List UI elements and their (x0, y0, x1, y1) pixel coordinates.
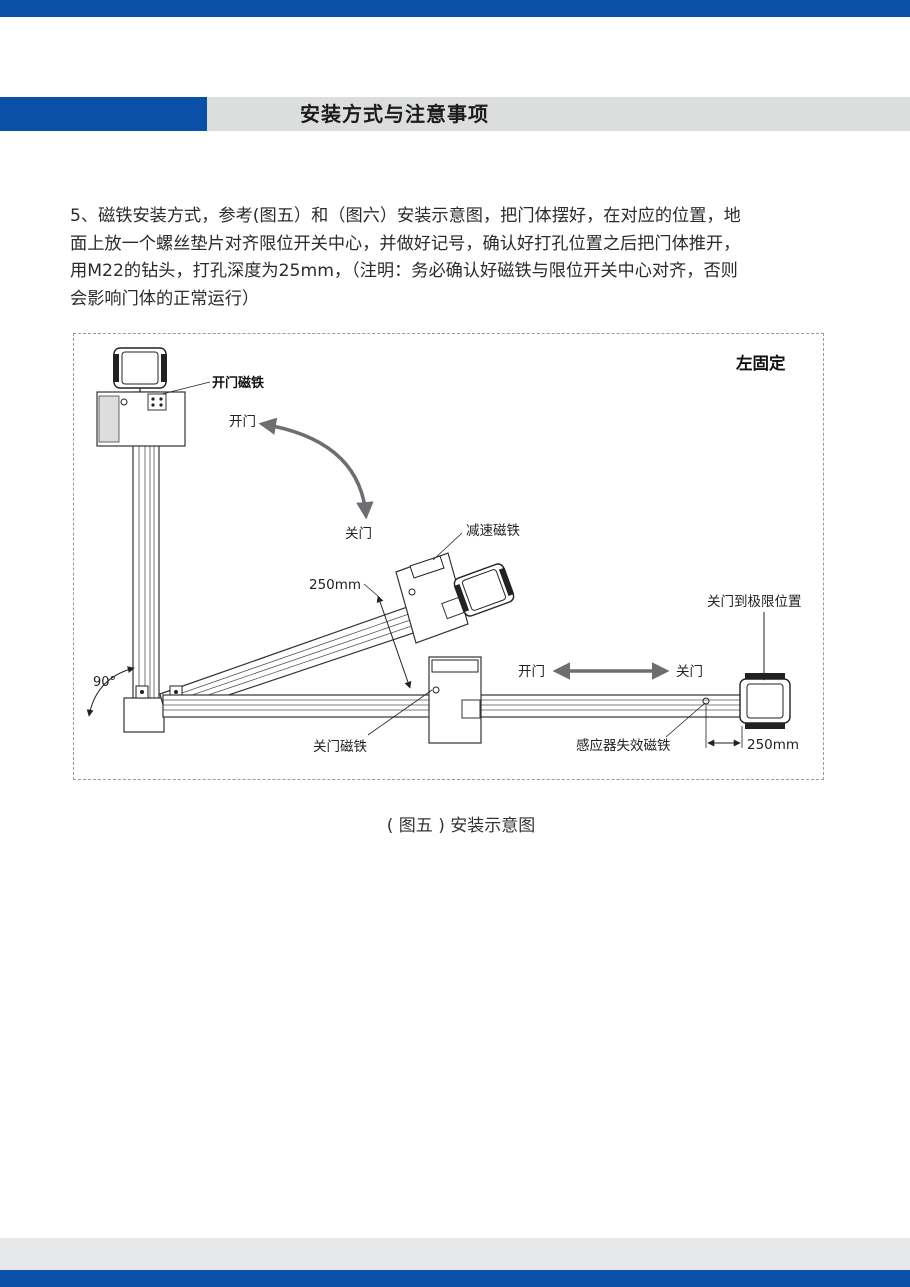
travel-open-label: 开门 (518, 664, 545, 680)
arc-close-label: 关门 (345, 526, 372, 542)
close-magnet-label: 关门磁铁 (313, 739, 367, 755)
paragraph-line-4: 会影响门体的正常运行） (70, 288, 260, 309)
section-title: 安装方式与注意事项 (300, 102, 489, 126)
instruction-paragraph: 5、磁铁安装方式，参考(图五）和（图六）安装示意图，把门体摆好，在对应的位置，地… (70, 203, 830, 313)
offset-250-right-label: 250mm (747, 737, 799, 753)
closed-door-leaf (162, 656, 791, 744)
decel-magnet-label: 减速磁铁 (466, 523, 520, 539)
mounting-side-label: 左固定 (736, 353, 786, 373)
angle-arc (86, 666, 135, 717)
open-door-leaf (96, 347, 186, 733)
sensor-fail-leader (665, 702, 706, 738)
angle-label: 90° (93, 675, 116, 690)
travel-close-label: 关门 (676, 664, 703, 680)
sensor-fail-magnet-label: 感应器失效磁铁 (576, 737, 671, 754)
close-magnet-leader (367, 689, 433, 736)
paragraph-line-2: 面上放一个螺丝垫片对齐限位开关中心，并做好记号，确认好打孔位置之后把门体推开， (70, 233, 741, 254)
header-accent-block (0, 97, 207, 131)
decel-magnet-leader (432, 532, 463, 561)
figure-caption: ( 图五 ) 安装示意图 (386, 816, 536, 836)
open-magnet-label: 开门磁铁 (212, 375, 264, 391)
offset-dimension-left (376, 595, 412, 689)
installation-diagram: 开门磁铁 开门 关门 减速磁铁 250mm 90° (86, 347, 802, 755)
figure-frame (73, 333, 824, 780)
top-brand-bar (0, 0, 910, 17)
paragraph-line-3: 用M22的钻头，打孔深度为25mm，（注明：务必确认好磁铁与限位开关中心对齐，否… (70, 261, 738, 281)
arc-open-label: 开门 (229, 414, 256, 430)
close-limit-label: 关门到极限位置 (707, 594, 802, 610)
section-header: 安装方式与注意事项 (0, 97, 910, 131)
offset-250-left-label: 250mm (309, 577, 361, 593)
open-magnet-leader (161, 381, 211, 395)
bottom-brand-bar (0, 1270, 910, 1287)
paragraph-line-1: 5、磁铁安装方式，参考(图五）和（图六）安装示意图，把门体摆好，在对应的位置，地 (70, 206, 741, 226)
footer-gray-band (0, 1238, 910, 1270)
swing-arc-arrow (258, 417, 374, 520)
